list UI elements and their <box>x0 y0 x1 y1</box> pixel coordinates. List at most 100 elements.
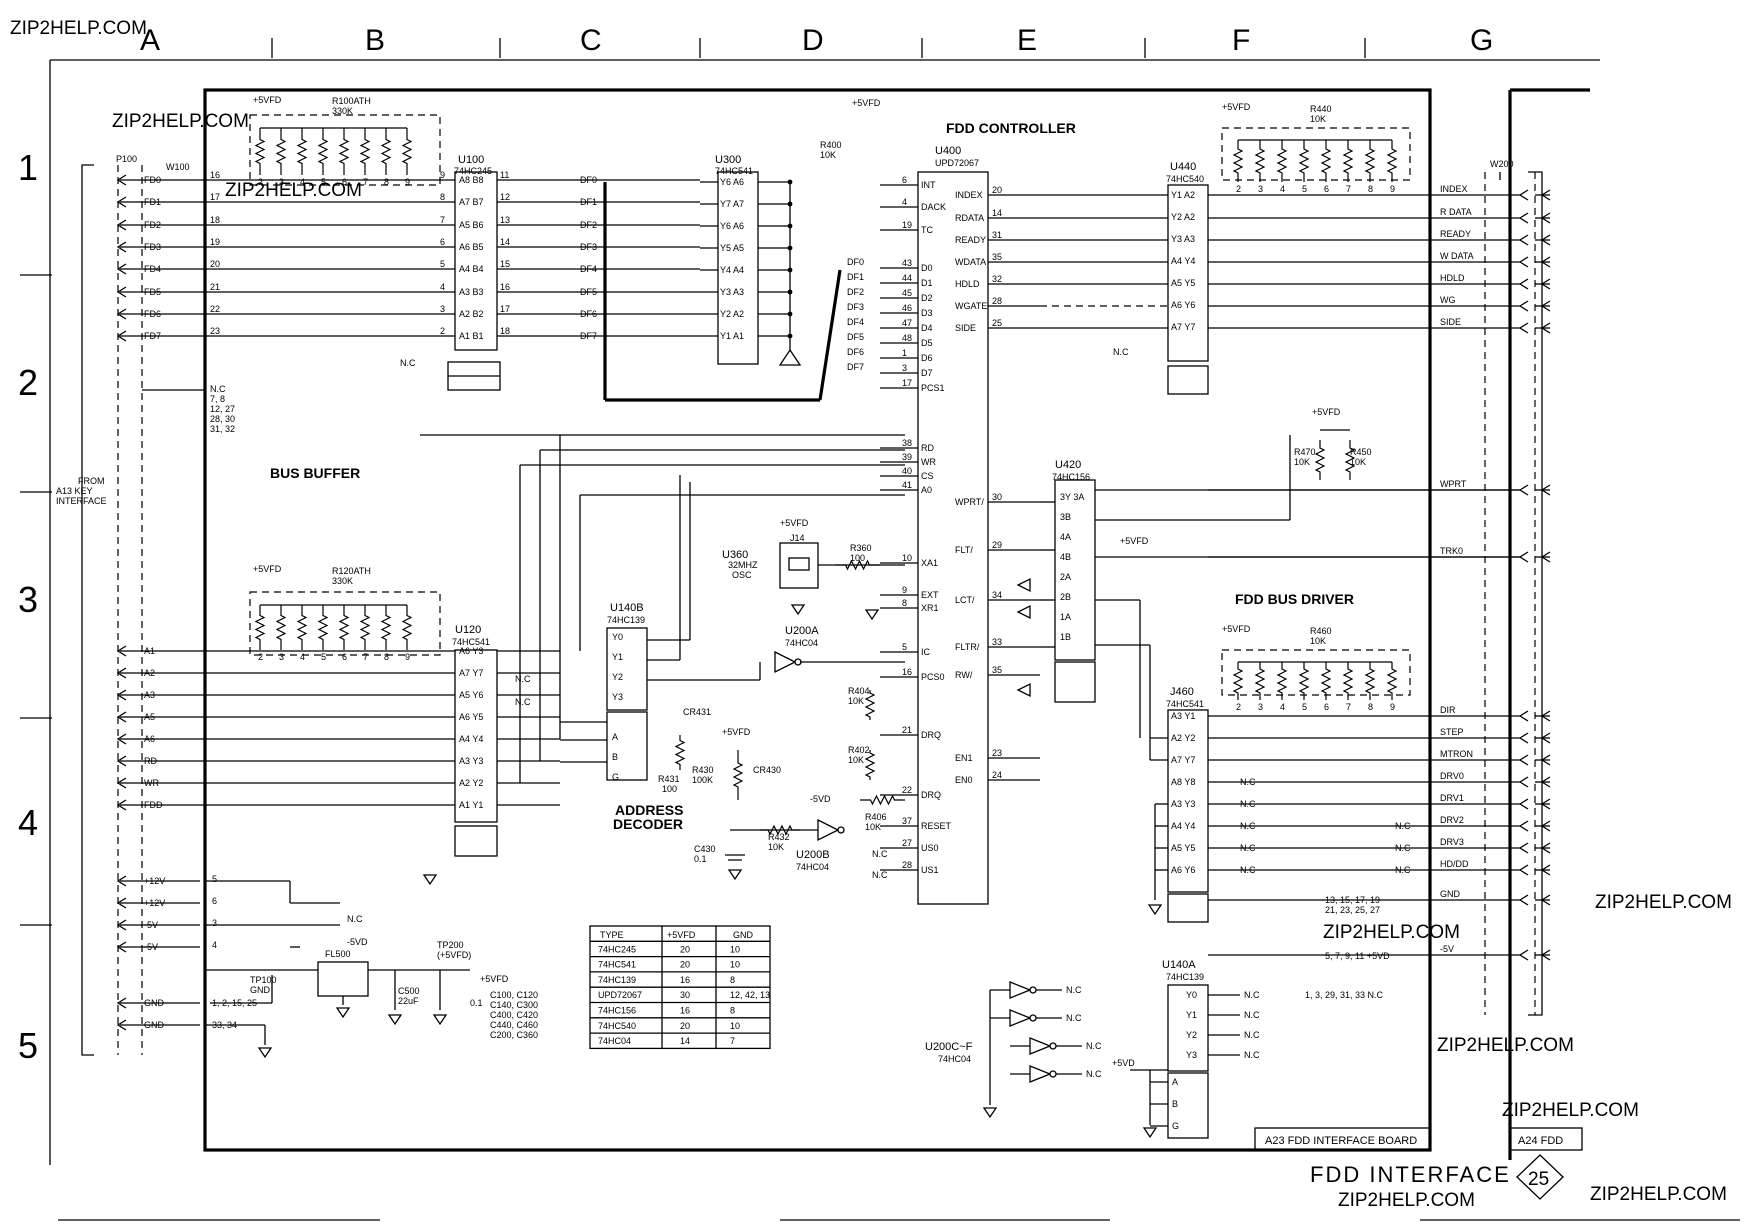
nc-label: N.C <box>1395 865 1411 875</box>
ground-symbol <box>1016 604 1031 620</box>
nc-label: N.C <box>1244 1010 1260 1020</box>
u140b-decoder: U140B 74HC139 CR431 R431 100 R430 100K +… <box>606 602 790 864</box>
net-label: +5VFD <box>480 974 509 984</box>
resistor-symbol <box>1276 140 1288 182</box>
pin-label: A3 Y3 <box>459 756 483 766</box>
pin-label: 4B <box>1060 552 1071 562</box>
u140b-ref: U140B <box>610 602 644 614</box>
pin-number: 35 <box>992 252 1002 262</box>
r432-ref: R432 <box>768 832 790 842</box>
nc-label: N.C <box>1395 843 1411 853</box>
ground-symbol <box>257 1047 273 1059</box>
pin-label: A5 B6 <box>459 220 484 230</box>
u200a-part: 74HC04 <box>785 638 818 648</box>
section-headings: FDD CONTROLLER BUS BUFFER FDD BUS DRIVER… <box>270 120 1354 832</box>
bus-buffer-heading: BUS BUFFER <box>270 465 360 481</box>
c500-value: 22uF <box>398 996 419 1006</box>
nc-pins: 28, 30 <box>210 414 235 424</box>
r120-value: 330K <box>332 576 353 586</box>
c430-ref: C430 <box>694 844 716 854</box>
resistor-symbol <box>1254 140 1266 182</box>
resistor-symbol <box>732 750 744 800</box>
pin-label: Y0 <box>1186 990 1197 1000</box>
inverter-bubble <box>1029 986 1037 994</box>
pin-label: Y1 <box>612 652 623 662</box>
pin-label: A8 Y8 <box>1171 777 1195 787</box>
pin-number: 19 <box>210 237 220 247</box>
pin-number: 5 <box>902 642 907 652</box>
from-label: FROM <box>78 476 105 486</box>
pin-number: 12 <box>500 192 510 202</box>
address-decoder-heading: DECODER <box>613 816 683 832</box>
nc-pins: 12, 27 <box>210 404 235 414</box>
r402-ref: R402 <box>848 745 870 755</box>
connector-chevron <box>1518 864 1529 876</box>
net-label: DF3 <box>847 302 864 312</box>
pin-label: A4 Y4 <box>459 734 483 744</box>
r432-value: 10K <box>768 842 784 852</box>
net-label: DF1 <box>847 272 864 282</box>
pin-label: Y2 A2 <box>1171 212 1195 222</box>
pin-number: 17 <box>210 192 220 202</box>
pin-number: 6 <box>342 652 347 662</box>
resistor-symbol <box>860 794 905 806</box>
connector-chevron <box>1518 776 1529 788</box>
signal-label: STEP <box>1440 727 1464 737</box>
connector-chevron <box>1540 234 1551 246</box>
nc-label: N.C <box>400 358 416 368</box>
u400-part: UPD72067 <box>935 158 979 168</box>
inverter-gate <box>1009 981 1032 999</box>
pin-label: A0 <box>921 485 932 495</box>
u300-ref: U300 <box>715 154 741 166</box>
resistor-symbol <box>1320 140 1332 182</box>
connector-chevron <box>1540 776 1551 788</box>
signal-label: MTRON <box>1440 749 1473 759</box>
connector-chevron <box>1540 322 1551 334</box>
pin-number: 4 <box>300 652 305 662</box>
fdd-bus-driver-heading: FDD BUS DRIVER <box>1235 591 1354 607</box>
connector-chevron <box>1518 754 1529 766</box>
pin-label: A4 B4 <box>459 264 484 274</box>
watermark: ZIP2HELP.COM <box>1595 892 1732 913</box>
u420-driver: U420 74HC156 +5VFD +5VFD R470 10K R450 1… <box>1052 407 1372 703</box>
resistor-symbol <box>359 128 371 175</box>
table-header: TYPE <box>600 930 624 940</box>
capacitor-symbol <box>725 854 745 861</box>
vd-pins: 5, 7, 9, 11 +5VD <box>1325 951 1390 961</box>
connector-chevron <box>116 219 127 231</box>
pin-number: 18 <box>500 326 510 336</box>
row-label: 5 <box>18 1025 38 1066</box>
pin-label: IC <box>921 647 931 657</box>
pin-number: 14 <box>500 237 510 247</box>
pin-number: 18 <box>210 215 220 225</box>
pin-label: A2 Y2 <box>1171 733 1195 743</box>
pin-label: Y3 <box>1186 1050 1197 1060</box>
connector-chevron <box>116 330 127 342</box>
u200-inverters: U200A 74HC04 U200B 74HC04 U200C~F 74HC04… <box>774 625 1102 1119</box>
u400-resistors: R404 10K R402 10K -5VD R406 10K N.C N.C <box>810 686 888 880</box>
pin-label: SIDE <box>955 323 976 333</box>
pin-number: 3 <box>279 177 284 187</box>
connector-chevron <box>1518 710 1529 722</box>
pin-number: 41 <box>902 480 912 490</box>
signal-label: R DATA <box>1440 207 1472 217</box>
connector-chevron <box>1540 710 1551 722</box>
c430-value: 0.1 <box>694 854 707 864</box>
pin-label: RESET <box>921 821 952 831</box>
sheet-title: FDD INTERFACE <box>1310 1162 1511 1187</box>
nc-label: N.C <box>872 870 888 880</box>
resistor-symbol <box>1364 140 1376 182</box>
pin-label: A5 Y5 <box>1171 278 1195 288</box>
u140a-ref: U140A <box>1162 959 1196 971</box>
signal-label: DRV2 <box>1440 815 1464 825</box>
connector-chevron <box>116 755 127 767</box>
u300-buffer: U300 74HC541 <box>715 154 802 366</box>
pin-label: PCS1 <box>921 383 945 393</box>
resistor-symbol <box>359 605 371 650</box>
u440-body <box>1167 184 1209 362</box>
signal-label: DRV0 <box>1440 771 1464 781</box>
u360-ref: U360 <box>722 549 748 561</box>
pin-number: 9 <box>1390 702 1395 712</box>
pin-number: 16 <box>210 170 220 180</box>
pin-number: 20 <box>992 185 1002 195</box>
